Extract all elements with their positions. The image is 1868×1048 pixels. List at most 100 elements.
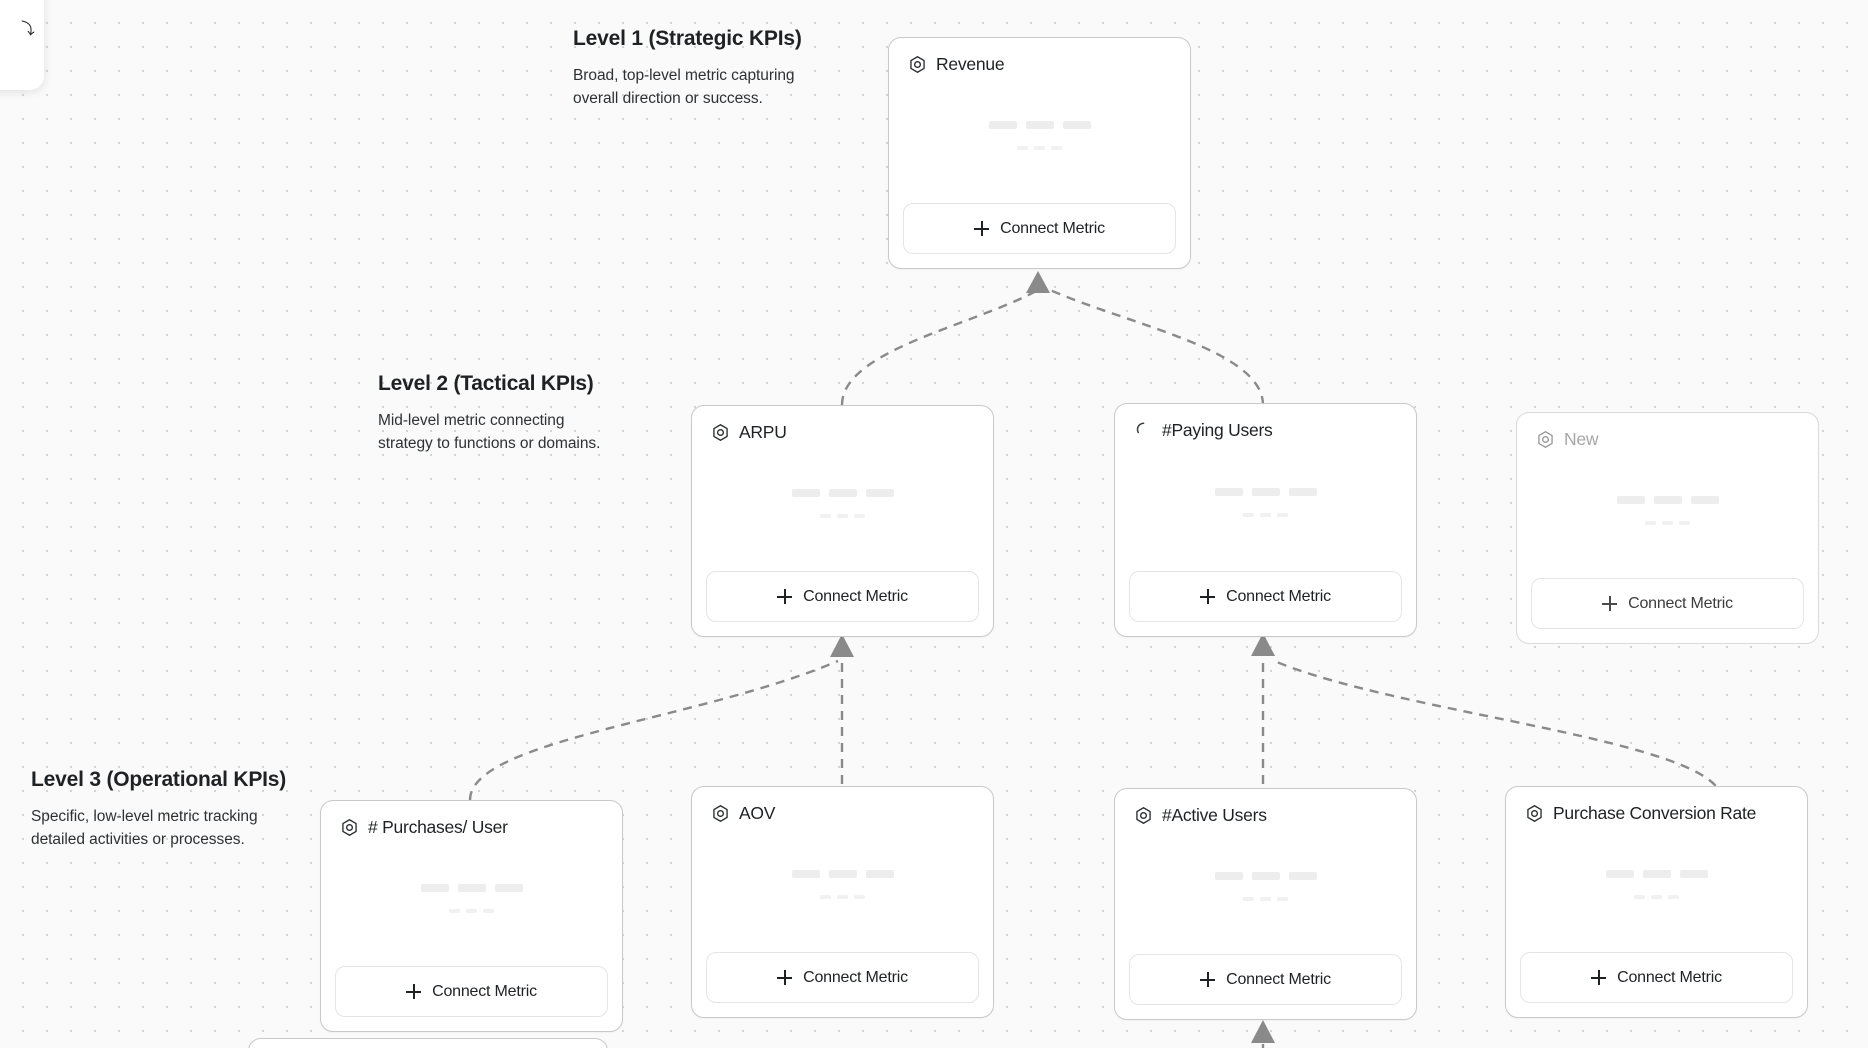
arrowhead-active-users bbox=[1251, 1020, 1275, 1043]
skeleton-bar bbox=[1642, 870, 1671, 878]
card-title: ARPU bbox=[739, 421, 787, 442]
connect-metric-button[interactable]: Connect Metric bbox=[903, 203, 1176, 254]
skeleton-bar bbox=[988, 121, 1017, 129]
skeleton-row-primary bbox=[1214, 488, 1317, 496]
card-skeleton-body bbox=[889, 74, 1190, 203]
hexagon-metric-icon bbox=[713, 805, 728, 822]
card-title: #Active Users bbox=[1162, 804, 1267, 825]
skeleton-row-secondary bbox=[1243, 897, 1288, 901]
connect-metric-label: Connect Metric bbox=[1226, 970, 1331, 988]
hexagon-metric-icon bbox=[342, 819, 357, 836]
skeleton-bar bbox=[1679, 521, 1690, 525]
connect-metric-label: Connect Metric bbox=[1000, 219, 1105, 237]
card-skeleton-body bbox=[692, 442, 993, 571]
skeleton-bar bbox=[1243, 897, 1254, 901]
card-title: New bbox=[1564, 428, 1599, 449]
skeleton-bar bbox=[1679, 870, 1708, 878]
card-header: #Active Users bbox=[1115, 789, 1416, 825]
card-title: AOV bbox=[739, 802, 776, 823]
skeleton-row-primary bbox=[791, 489, 894, 497]
skeleton-bar bbox=[1034, 146, 1045, 150]
skeleton-bar bbox=[1605, 870, 1634, 878]
edge-arpu-to-revenue bbox=[840, 288, 1039, 406]
level-1-description: Broad, top-level metric capturing overal… bbox=[573, 67, 795, 107]
skeleton-bar bbox=[854, 514, 865, 518]
level-3-label: Level 3 (Operational KPIs) Specific, low… bbox=[31, 767, 293, 851]
skeleton-row-secondary bbox=[1634, 895, 1679, 899]
plus-icon bbox=[1591, 970, 1607, 985]
skeleton-row-primary bbox=[791, 870, 894, 878]
skeleton-row-secondary bbox=[820, 895, 865, 899]
metric-card-aov[interactable]: AOV Connect Metric bbox=[691, 786, 994, 1018]
connect-metric-label: Connect Metric bbox=[1226, 587, 1331, 605]
card-header: # Purchases/ User bbox=[321, 801, 622, 837]
edge-purchases-to-arpu bbox=[468, 659, 839, 801]
connect-metric-button[interactable]: Connect Metric bbox=[1129, 571, 1402, 622]
plus-icon bbox=[974, 221, 990, 236]
connect-metric-label: Connect Metric bbox=[1617, 968, 1722, 986]
connect-metric-label: Connect Metric bbox=[803, 968, 908, 986]
card-skeleton-body bbox=[1506, 823, 1807, 952]
skeleton-bar bbox=[449, 909, 460, 913]
skeleton-bar bbox=[791, 870, 820, 878]
connect-metric-label: Connect Metric bbox=[1628, 594, 1733, 612]
connect-metric-button[interactable]: Connect Metric bbox=[706, 571, 979, 622]
card-title: Revenue bbox=[936, 53, 1005, 74]
connect-metric-button[interactable]: Connect Metric bbox=[1129, 954, 1402, 1005]
card-skeleton-body bbox=[1115, 825, 1416, 954]
card-skeleton-body bbox=[1517, 449, 1818, 578]
edge-paying-users-to-revenue bbox=[1049, 288, 1265, 406]
skeleton-bar bbox=[466, 909, 477, 913]
connect-metric-label: Connect Metric bbox=[803, 587, 908, 605]
metric-card-new[interactable]: New Connect Metric bbox=[1516, 412, 1819, 644]
connect-metric-button[interactable]: Connect Metric bbox=[335, 966, 608, 1017]
skeleton-bar bbox=[1260, 897, 1271, 901]
metric-card-offscreen-bottom[interactable] bbox=[248, 1038, 608, 1048]
skeleton-bar bbox=[865, 870, 894, 878]
skeleton-row-secondary bbox=[449, 909, 494, 913]
skeleton-bar bbox=[1062, 121, 1091, 129]
skeleton-bar bbox=[865, 489, 894, 497]
hexagon-metric-icon bbox=[713, 424, 728, 441]
level-3-title: Level 3 (Operational KPIs) bbox=[31, 768, 287, 791]
floating-corner-panel[interactable]: ⤵ bbox=[0, 0, 44, 90]
skeleton-bar bbox=[820, 514, 831, 518]
metric-card-active-users[interactable]: #Active Users Connect Metric bbox=[1114, 788, 1417, 1020]
plus-icon bbox=[777, 589, 793, 604]
card-skeleton-body bbox=[692, 823, 993, 952]
skeleton-bar bbox=[828, 870, 857, 878]
skeleton-row-primary bbox=[1616, 496, 1719, 504]
skeleton-bar bbox=[420, 884, 449, 892]
edge-conversion-to-paying-users bbox=[1271, 658, 1724, 801]
metric-card-paying-users[interactable]: #Paying Users Connect Metric bbox=[1114, 403, 1417, 637]
level-1-label: Level 1 (Strategic KPIs) Broad, top-leve… bbox=[573, 26, 823, 110]
connect-metric-button[interactable]: Connect Metric bbox=[1531, 578, 1804, 629]
skeleton-bar bbox=[854, 895, 865, 899]
skeleton-bar bbox=[483, 909, 494, 913]
skeleton-row-secondary bbox=[820, 514, 865, 518]
connect-metric-button[interactable]: Connect Metric bbox=[1520, 952, 1793, 1003]
skeleton-bar bbox=[1260, 513, 1271, 517]
card-header: New bbox=[1517, 413, 1818, 449]
hexagon-metric-icon bbox=[1527, 805, 1542, 822]
skeleton-bar bbox=[1662, 521, 1673, 525]
skeleton-row-secondary bbox=[1645, 521, 1690, 525]
level-3-description: Specific, low-level metric tracking deta… bbox=[31, 808, 258, 848]
skeleton-bar bbox=[494, 884, 523, 892]
loading-spinner-icon bbox=[1136, 422, 1151, 435]
skeleton-bar bbox=[1051, 146, 1062, 150]
arrowhead-revenue bbox=[1026, 271, 1050, 293]
skeleton-bar bbox=[1690, 496, 1719, 504]
metric-card-revenue[interactable]: Revenue Connect Metric bbox=[888, 37, 1191, 269]
skeleton-bar bbox=[1616, 496, 1645, 504]
skeleton-bar bbox=[1288, 488, 1317, 496]
skeleton-row-secondary bbox=[1017, 146, 1062, 150]
connect-metric-button[interactable]: Connect Metric bbox=[706, 952, 979, 1003]
skeleton-bar bbox=[791, 489, 820, 497]
metric-card-purchase-conversion-rate[interactable]: Purchase Conversion Rate Connect Metric bbox=[1505, 786, 1808, 1018]
metric-card-arpu[interactable]: ARPU Connect Metric bbox=[691, 405, 994, 637]
skeleton-bar bbox=[1214, 872, 1243, 880]
hexagon-metric-icon bbox=[1136, 807, 1151, 824]
metric-card-purchases-per-user[interactable]: # Purchases/ User Connect Metric bbox=[320, 800, 623, 1032]
